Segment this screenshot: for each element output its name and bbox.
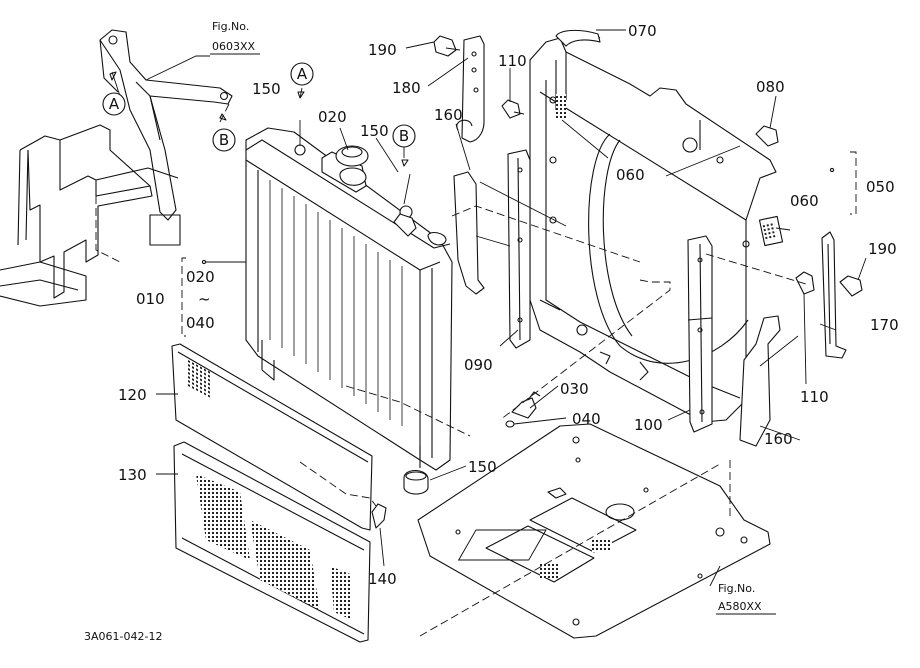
part-label-070: 070: [628, 22, 657, 40]
part-label-180: 180: [392, 79, 421, 97]
part-label-100: 100: [634, 416, 663, 434]
fig-ref-0603: Fig.No. 0603XX: [210, 20, 260, 55]
part-range-start: 020: [186, 268, 215, 286]
group-brackets: [181, 151, 857, 337]
part-label-190: 190: [368, 41, 397, 59]
part-label-170: 170: [870, 316, 899, 334]
fig-ref-code: A580XX: [718, 600, 762, 613]
part-range-end: 040: [186, 314, 215, 332]
side-rails: [453, 35, 847, 447]
part-label-150: 150: [360, 122, 389, 140]
part-labels: 190 180 110 070 080 150 020 150 160 060 …: [118, 22, 899, 588]
part-label-030: 030: [560, 380, 589, 398]
part-label-080: 080: [756, 78, 785, 96]
fig-ref-label: Fig.No.: [718, 582, 755, 595]
part-label-150: 150: [468, 458, 497, 476]
hardware: [371, 35, 863, 529]
part-label-050: 050: [866, 178, 895, 196]
part-label-150: 150: [252, 80, 281, 98]
screens: [171, 343, 373, 643]
fig-ref-a580: Fig.No. A580XX: [716, 582, 776, 615]
part-label-110: 110: [498, 52, 527, 70]
part-label-020: 020: [318, 108, 347, 126]
part-label-120: 120: [118, 386, 147, 404]
callout-a-left: A: [109, 95, 120, 113]
callout-a-right: A: [297, 65, 308, 83]
callout-b-left: B: [219, 131, 229, 149]
part-label-090: 090: [464, 356, 493, 374]
part-label-190: 190: [868, 240, 897, 258]
frame-bracket: [99, 29, 233, 221]
part-label-130: 130: [118, 466, 147, 484]
part-label-060: 060: [790, 192, 819, 210]
part-label-010: 010: [136, 290, 165, 308]
part-label-160: 160: [764, 430, 793, 448]
callouts: A A B B: [102, 62, 416, 167]
part-label-110: 110: [800, 388, 829, 406]
leader-lines: [111, 29, 867, 637]
machine-frame: [0, 124, 181, 307]
part-label-160: 160: [434, 106, 463, 124]
part-label-140: 140: [368, 570, 397, 588]
fig-ref-label: Fig.No.: [212, 20, 249, 33]
part-range-tilde: ~: [198, 290, 211, 308]
document-code: 3A061-042-12: [84, 630, 162, 643]
part-label-060: 060: [616, 166, 645, 184]
radiator: [245, 127, 453, 471]
floor-plate: [417, 423, 771, 639]
hose: [555, 29, 601, 47]
callout-b-right: B: [399, 127, 409, 145]
fan-shroud: [529, 31, 784, 423]
fig-ref-code: 0603XX: [212, 40, 256, 53]
part-label-040: 040: [572, 410, 601, 428]
